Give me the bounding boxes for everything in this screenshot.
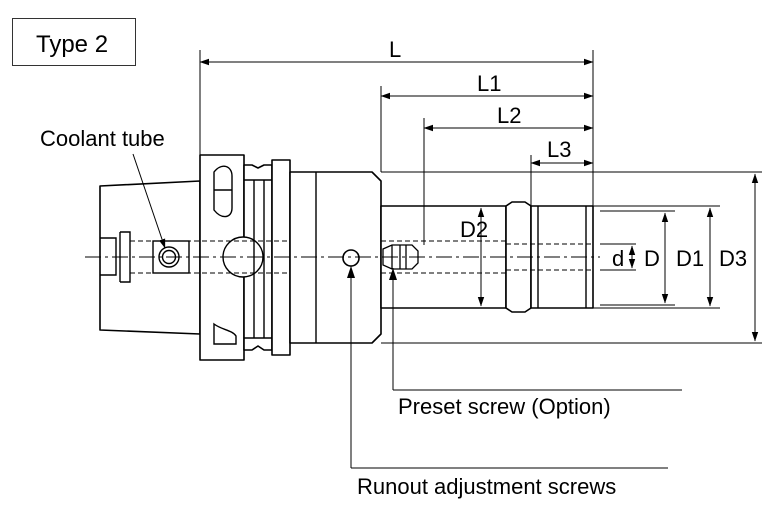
dim-L-label: L [389,37,401,62]
runout-screw-hole [342,249,360,267]
dim-D1-label: D1 [676,246,704,271]
dimension-lines [132,50,762,469]
dim-L2-label: L2 [497,103,521,128]
type-label: Type 2 [36,31,108,58]
runout-screws-label: Runout adjustment screws [357,474,616,499]
preset-leader-arrow [389,268,397,280]
dim-L1-label: L1 [477,71,501,96]
preset-screw-label: Preset screw (Option) [398,394,611,419]
hidden-lines [130,240,593,274]
dim-d-label: d [612,246,624,271]
runout-leader-arrow [347,266,355,278]
type-label-box [12,18,136,66]
coolant-tube-label: Coolant tube [40,126,165,151]
dim-L3-label: L3 [547,137,571,162]
dim-D3-label: D3 [719,246,747,271]
dim-D2-label: D2 [460,217,488,242]
dim-D-label: D [644,246,660,271]
